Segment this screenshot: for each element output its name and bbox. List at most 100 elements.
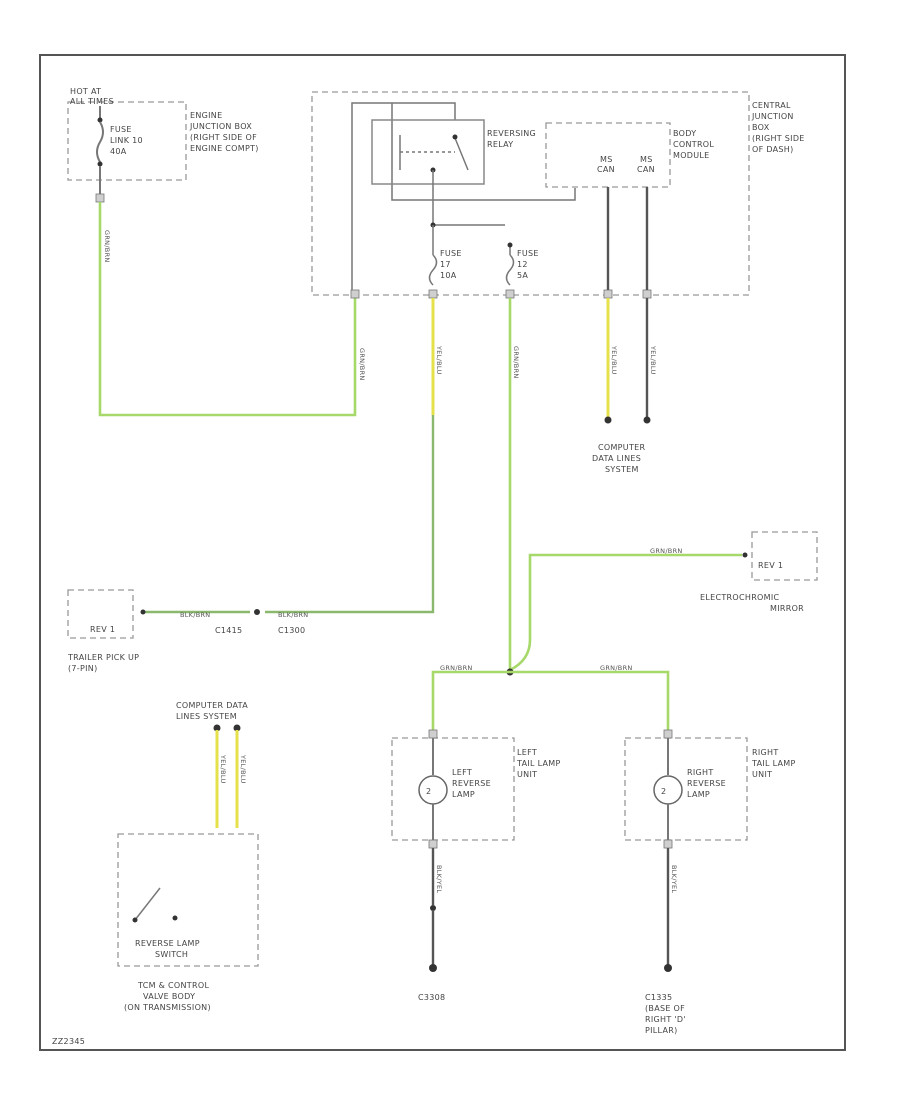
- cjb-connector-icon-4: [603, 289, 613, 299]
- left-tail-lamp-unit-label-3: UNIT: [517, 770, 537, 779]
- fuse-link-label: FUSE: [110, 125, 132, 134]
- cdl-top-terminal-icon: [213, 724, 221, 732]
- left-lamp-bulb-glyph: 2: [426, 787, 431, 796]
- fuse-link-icon: [96, 121, 104, 163]
- cjb-label-4: (RIGHT SIDE: [752, 134, 805, 143]
- cjb-label-5: OF DASH): [752, 145, 794, 154]
- right-reverse-lamp-label-3: LAMP: [687, 790, 710, 799]
- reversing-relay: [371, 119, 485, 185]
- wire-label-grn-4: GRN/BRN: [650, 547, 683, 555]
- ground-label-right: C1335: [645, 993, 672, 1002]
- reversing-relay-label: REVERSING: [487, 129, 536, 138]
- fuse-link-rating: 40A: [110, 147, 127, 156]
- bcm-label-2: CONTROL: [673, 140, 714, 149]
- left-tail-lamp-unit-label-2: TAIL LAMP: [516, 759, 561, 768]
- right-lamp-bulb-glyph: 2: [661, 787, 666, 796]
- central-junction-box: [311, 91, 750, 296]
- wire-label-grn-3: GRN/BRN: [512, 346, 520, 379]
- wire-label-grn-2: GRN/BRN: [358, 348, 366, 381]
- ground-label-right-3: RIGHT 'D': [645, 1015, 686, 1024]
- engine-junction-box-label: ENGINE: [190, 111, 222, 120]
- cdl-top-terminal-icon-2: [233, 724, 241, 732]
- left-reverse-lamp-label-3: LAMP: [452, 790, 475, 799]
- engine-junction-box-label-4: ENGINE COMPT): [190, 144, 259, 153]
- fuse-12-icon: [505, 254, 515, 286]
- cjb-label-3: BOX: [752, 123, 770, 132]
- wire-label-yel-1: YEL/BLU: [435, 345, 443, 375]
- cjb-internal-bus: [351, 102, 456, 295]
- mirror-pin-icon: [742, 552, 748, 558]
- right-lamp-connector-icon-2: [663, 839, 673, 849]
- reverse-switch-contact-icon: [132, 917, 138, 923]
- wire-label-yel-2: YEL/BLU: [610, 345, 618, 375]
- wire-to-right-lamp: [510, 670, 670, 730]
- fuse-17-icon: [428, 254, 438, 286]
- fuse-link-number: LINK 10: [110, 136, 143, 145]
- right-reverse-lamp-label: RIGHT: [687, 768, 714, 777]
- wire-label-grn-6: GRN/BRN: [600, 664, 633, 672]
- cdl-terminal-icon-2: [643, 416, 651, 424]
- inline-connector-icon: [254, 609, 260, 615]
- wire-label-yel-4: YEL/BLU: [219, 754, 227, 784]
- diagram-frame: [39, 54, 846, 1051]
- trailer-pickup-label-2: (7-PIN): [68, 664, 98, 673]
- fuse-17-rating: 10A: [440, 271, 457, 280]
- reverse-switch-label: REVERSE LAMP: [135, 939, 200, 948]
- connector-label-c1415: C1415: [215, 626, 242, 635]
- cdl-top-label-2: LINES SYSTEM: [176, 712, 237, 721]
- fuse-17-number: 17: [440, 260, 451, 269]
- cdl-top-label: COMPUTER DATA: [176, 701, 248, 710]
- fuse-link-terminal-icon-2: [97, 161, 103, 167]
- wire-label-grn-1: GRN/BRN: [103, 230, 111, 263]
- ground-label-left: C3308: [418, 993, 445, 1002]
- fuse-17-label: FUSE: [440, 249, 462, 258]
- fuse-12-number: 12: [517, 260, 528, 269]
- left-tail-lamp-unit: [391, 737, 515, 841]
- ground-label-right-2: (BASE OF: [645, 1004, 685, 1013]
- right-lamp-connector-icon: [663, 729, 673, 739]
- engine-junction-box: [67, 101, 187, 181]
- right-tail-lamp-unit-label: RIGHT: [752, 748, 779, 757]
- wire-label-grn-5: GRN/BRN: [440, 664, 473, 672]
- wire-label-blk-3: BLK/YEL: [435, 865, 443, 893]
- cjb-label: CENTRAL: [752, 101, 791, 110]
- fuse-12-terminal-icon: [507, 242, 513, 248]
- left-tail-lamp-unit-label: LEFT: [517, 748, 537, 757]
- relay-contact-icon: [452, 134, 458, 140]
- right-tail-lamp-unit: [624, 737, 748, 841]
- engine-junction-box-label-3: (RIGHT SIDE OF: [190, 133, 257, 142]
- wire-label-blk-2: BLK/BRN: [278, 611, 308, 619]
- tcm-label-3: (ON TRANSMISSION): [124, 1003, 211, 1012]
- wire-label-yel-5: YEL/BLU: [239, 754, 247, 784]
- engine-box-connector-icon: [95, 193, 105, 203]
- cjb-internal-bus-2: [391, 103, 576, 201]
- left-lamp-connector-icon: [428, 729, 438, 739]
- wire-label-blk-1: BLK/BRN: [180, 611, 210, 619]
- right-tail-lamp-unit-label-3: UNIT: [752, 770, 772, 779]
- right-reverse-lamp-icon: [653, 775, 683, 805]
- mirror-rev-pin-label: REV 1: [758, 561, 783, 570]
- reversing-relay-label-2: RELAY: [487, 140, 514, 149]
- wire-fuse17-to-trailer: [265, 415, 435, 614]
- ground-label-right-4: PILLAR): [645, 1026, 678, 1035]
- hot-at-all-times-label: HOT AT: [70, 87, 101, 96]
- right-tail-lamp-unit-label-2: TAIL LAMP: [751, 759, 796, 768]
- hot-at-all-times-label-2: ALL TIMES: [70, 97, 114, 106]
- cdl-label-2: DATA LINES: [592, 454, 641, 463]
- trailer-pickup-label: TRAILER PICK UP: [67, 653, 139, 662]
- relay-switch-icon: [454, 137, 469, 171]
- cjb-connector-icon-2: [428, 289, 438, 299]
- connector-label-c1300: C1300: [278, 626, 305, 635]
- ms-can-b-label: MS: [640, 155, 653, 164]
- cjb-connector-icon-5: [642, 289, 652, 299]
- right-reverse-lamp-label-2: REVERSE: [687, 779, 726, 788]
- cjb-connector-icon-3: [505, 289, 515, 299]
- wire-label-blk-4: BLK/YEL: [670, 865, 678, 893]
- cdl-terminal-icon: [604, 416, 612, 424]
- cjb-connector-icon: [350, 289, 360, 299]
- left-ground-icon: [429, 964, 437, 972]
- electrochromic-mirror-label-2: MIRROR: [770, 604, 804, 613]
- tcm-label-2: VALVE BODY: [143, 992, 195, 1001]
- ms-can-a-label-2: CAN: [597, 165, 615, 174]
- left-lamp-connector-icon-2: [428, 839, 438, 849]
